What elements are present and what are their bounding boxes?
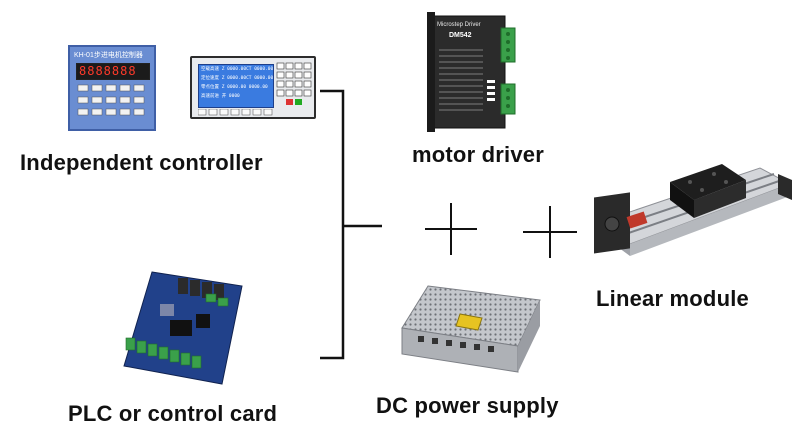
lcd-line-2: 定位速度 Z 0000.00CT 0000.00 xyxy=(201,76,274,81)
controller-digits: 8888888 xyxy=(79,64,137,78)
independent-controller-label: Independent controller xyxy=(20,150,263,175)
dc-power-supply-image xyxy=(401,285,541,373)
lcd-line-1: 空载高速 Z 0000.00CT 0000.00 xyxy=(201,67,274,72)
lcd-line-4: 高速前进 开 0000 xyxy=(201,94,240,99)
plus-sign-2 xyxy=(523,206,577,258)
controller-b-keypad xyxy=(276,62,312,105)
dc-power-supply-label: DC power supply xyxy=(376,393,559,418)
controller-b-button-row xyxy=(198,109,273,116)
text-display-controller-image: 空载高速 Z 0000.00CT 0000.00 定位速度 Z 0000.00C… xyxy=(190,56,316,119)
controller-digit-display: 8888888 xyxy=(76,63,150,80)
motor-driver-image: Microstep Driver DM542 xyxy=(423,10,523,132)
driver-brand-text: Microstep Driver xyxy=(437,22,481,28)
motor-driver-label: motor driver xyxy=(412,142,544,167)
controller-lcd-screen: 空载高速 Z 0000.00CT 0000.00 定位速度 Z 0000.00C… xyxy=(198,64,274,108)
plc-board-image xyxy=(123,271,243,385)
linear-module-image xyxy=(594,164,792,256)
controller-header: KH-01步进电机控制器 xyxy=(74,52,143,59)
linear-module-label: Linear module xyxy=(596,286,749,311)
stepper-controller-image: KH-01步进电机控制器 8888888 xyxy=(68,45,156,131)
driver-model-text: DM542 xyxy=(449,32,472,39)
lcd-line-3: 零点位置 Z 0000.00 0000.00 xyxy=(201,85,268,90)
controller-keypad xyxy=(77,84,145,116)
plus-sign-1 xyxy=(425,203,477,255)
plc-label: PLC or control card xyxy=(68,401,278,426)
